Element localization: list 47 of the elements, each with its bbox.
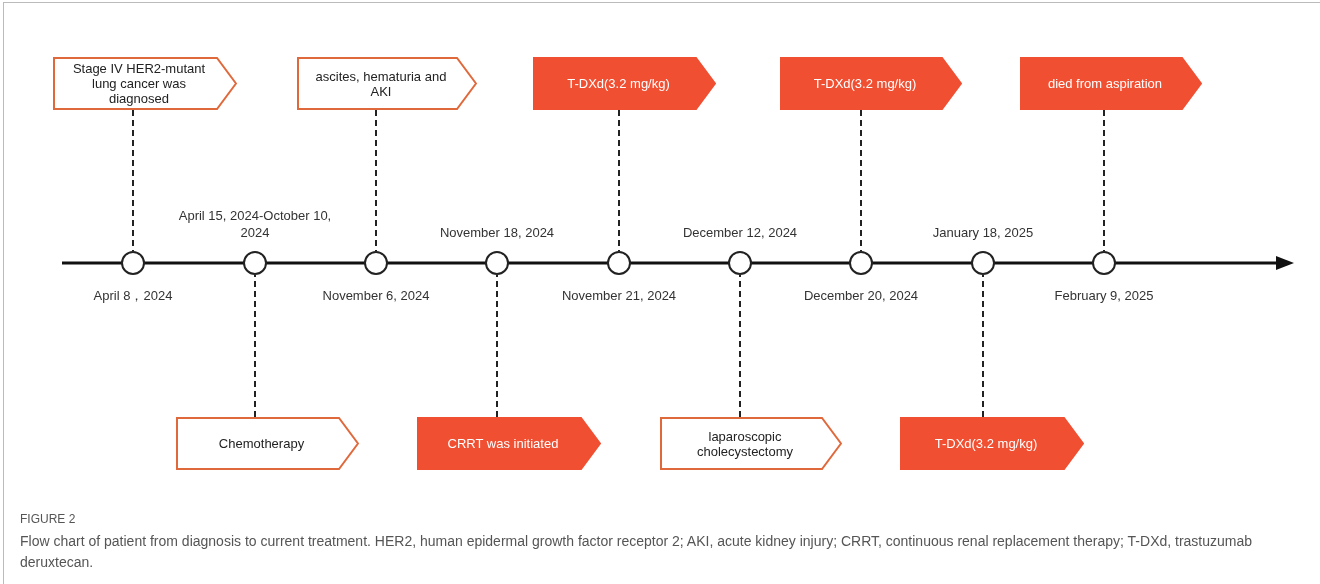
timeline-circle: [121, 251, 145, 275]
outlined-event-tag: [660, 417, 842, 470]
timeline-circle: [849, 251, 873, 275]
event-text: laparoscopic cholecystectomy: [695, 428, 795, 459]
event-text: Stage IV HER2-mutant lung cancer was diagnosed: [71, 61, 207, 106]
dashed-connector: [496, 274, 498, 418]
timeline-circle: [728, 251, 752, 275]
timeline-circle: [243, 251, 267, 275]
date-label: April 8，2024: [92, 287, 174, 304]
event-text: CRRT was initiated: [447, 436, 559, 451]
dashed-connector: [254, 274, 256, 418]
event-text: T-DXd(3.2 mg/kg): [567, 76, 670, 91]
timeline-circle: [1092, 251, 1116, 275]
event-text: T-DXd(3.2 mg/kg): [934, 436, 1038, 451]
dashed-connector: [618, 109, 620, 252]
date-label: December 20, 2024: [802, 287, 920, 304]
date-label: February 9, 2025: [1053, 287, 1155, 304]
date-label: January 18, 2025: [931, 224, 1035, 241]
outlined-event-tag: [297, 57, 477, 110]
filled-event-tag: [900, 417, 1084, 470]
date-label: November 21, 2024: [560, 287, 678, 304]
timeline-circle: [971, 251, 995, 275]
outlined-event-tag: [176, 417, 359, 470]
figure-label: FIGURE 2: [20, 511, 77, 528]
timeline-circle: [607, 251, 631, 275]
date-label: December 12, 2024: [681, 224, 799, 241]
filled-event-tag: [780, 57, 962, 110]
dashed-connector: [132, 109, 134, 252]
dashed-connector: [860, 109, 862, 252]
timeline-circle: [485, 251, 509, 275]
filled-event-tag: [417, 417, 601, 470]
dashed-connector: [982, 274, 984, 418]
dashed-connector: [739, 274, 741, 418]
date-label: November 18, 2024: [438, 224, 556, 241]
event-text: died from aspiration: [1047, 76, 1163, 91]
filled-event-tag: [1020, 57, 1202, 110]
dashed-connector: [375, 109, 377, 252]
event-text: ascites, hematuria and AKI: [314, 68, 448, 99]
date-label: April 15, 2024-October 10, 2024: [177, 207, 333, 241]
dashed-connector: [1103, 109, 1105, 252]
outlined-event-tag: [53, 57, 237, 110]
filled-event-tag: [533, 57, 716, 110]
event-text: Chemotherapy: [218, 436, 305, 451]
event-text: T-DXd(3.2 mg/kg): [813, 76, 917, 91]
caption: Flow chart of patient from diagnosis to current treatment. HER2, human epidermal growth factor receptor 2; AKI, acute kidney injury; CRRT, continuous renal replacement therapy; T-DXd, trastuzumab deruxtecan.: [20, 532, 1254, 572]
timeline-circle: [364, 251, 388, 275]
date-label: November 6, 2024: [321, 287, 431, 304]
